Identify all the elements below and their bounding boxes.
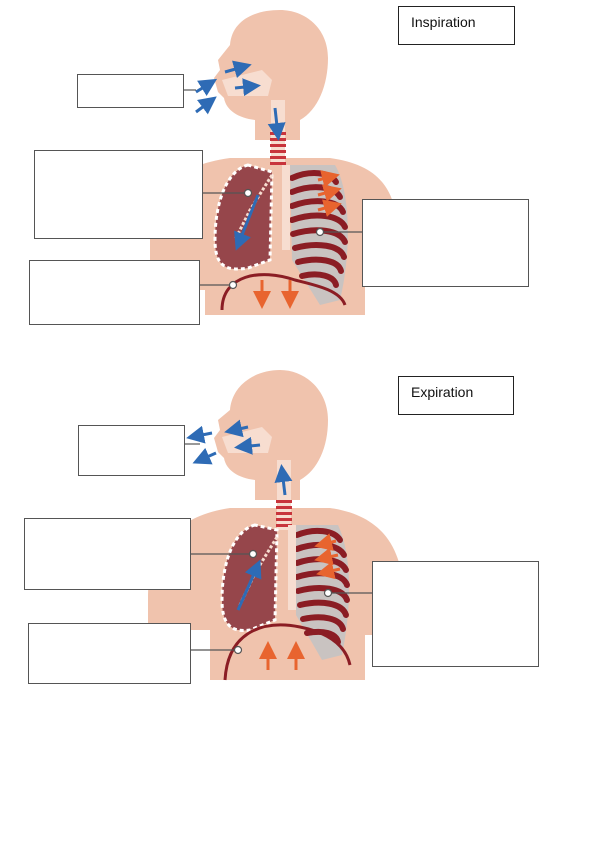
airflow-arrows: [186, 419, 293, 611]
label-box-nose[interactable]: [78, 425, 185, 476]
head-silhouette: [214, 10, 328, 140]
diaphragm: [220, 273, 347, 311]
pointer-dots: [228, 188, 325, 290]
muscle-arrows: [253, 170, 342, 309]
sternum: [288, 525, 296, 610]
inspiration-diagram: Inspiration: [0, 0, 595, 330]
muscle-arrows: [259, 533, 341, 670]
expiration-illustration: [148, 370, 404, 681]
label-box-diaphragm[interactable]: [29, 260, 200, 325]
label-box-ribs[interactable]: [362, 199, 529, 287]
pointer-dots: [233, 549, 333, 655]
trachea-rings: [276, 500, 292, 527]
label-box-ribs[interactable]: [372, 561, 539, 667]
lung: [213, 163, 274, 271]
bronchi: [233, 174, 274, 241]
leader-lines: [185, 443, 372, 651]
label-box-lungs[interactable]: [24, 518, 191, 590]
label-box-diaphragm[interactable]: [28, 623, 191, 684]
inspiration-illustration: [150, 10, 398, 315]
panel-title: Expiration: [398, 376, 514, 415]
airflow-arrows: [195, 60, 286, 251]
head-silhouette: [214, 370, 328, 500]
leader-lines: [184, 89, 362, 286]
expiration-diagram: Expiration: [0, 365, 595, 695]
sternum: [282, 165, 290, 250]
panel-title: Inspiration: [398, 6, 515, 45]
label-box-lungs[interactable]: [34, 150, 203, 239]
diaphragm: [223, 623, 352, 681]
label-box-nose[interactable]: [77, 74, 184, 108]
